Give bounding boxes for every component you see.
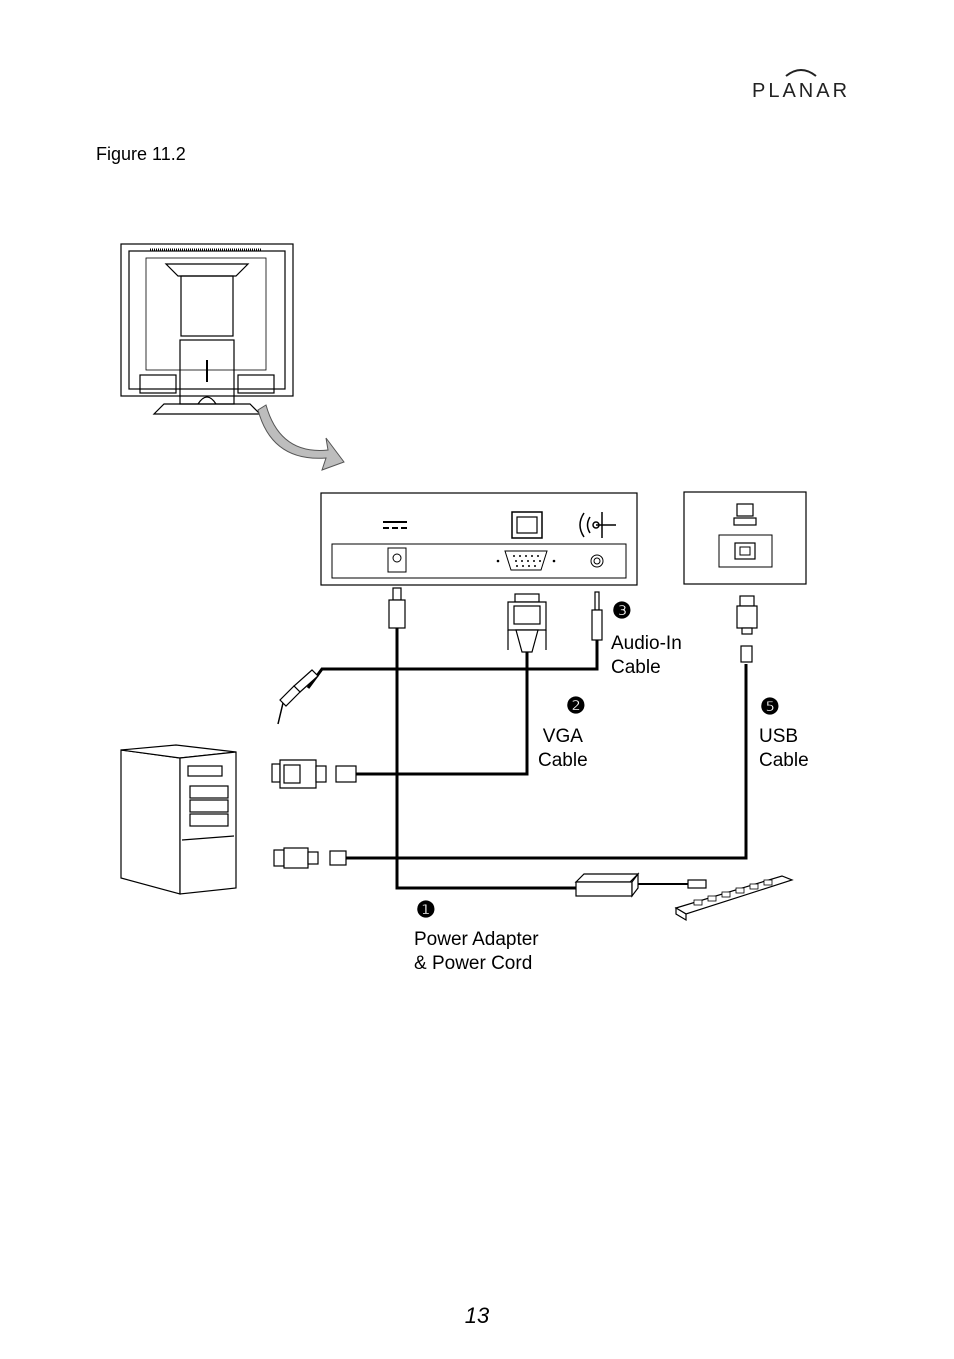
callout-label-usb: USB Cable	[759, 726, 809, 771]
callout-number-usb: ❺	[760, 694, 780, 719]
callout-number-audio: ❸	[612, 598, 632, 623]
audio-plug-pc-end	[277, 669, 319, 725]
dc-port	[387, 547, 407, 573]
usb-plug-monitor-end	[736, 595, 758, 663]
callout-label-vga: VGA Cable	[538, 726, 588, 771]
vga-port	[504, 550, 548, 571]
power-strip	[674, 875, 794, 922]
usb-connector-panel	[683, 491, 807, 585]
computer-icon	[733, 503, 757, 526]
monitor-connector-panel	[320, 492, 638, 586]
vga-monitor-icon	[511, 511, 543, 539]
page-number: 13	[464, 1303, 490, 1328]
callout-number-power: ❶	[416, 897, 436, 922]
audio-port	[590, 554, 604, 568]
usb-b-port	[734, 542, 756, 560]
computer-tower	[120, 744, 237, 895]
dc-port-hole	[392, 553, 402, 563]
figure-caption: Figure 11.2	[96, 144, 186, 164]
monitor-rear-view	[120, 243, 294, 415]
callout-label-audio: Audio-In Cable	[611, 633, 682, 678]
audio-plug-monitor-end	[591, 591, 603, 641]
callout-label-power: Power Adapter & Power Cord	[414, 929, 539, 974]
dc-power-icon	[383, 521, 407, 529]
callout-number-vga: ❷	[566, 693, 586, 718]
planar-logo: PLANAR	[742, 62, 860, 102]
cables	[306, 628, 748, 890]
logo-swoosh-icon	[785, 69, 817, 77]
dc-plug	[388, 587, 406, 629]
vga-plug-monitor-end	[507, 593, 547, 653]
audio-in-icon	[579, 512, 616, 538]
vga-plug-pc-end	[271, 759, 357, 789]
usb-plug-pc-end	[273, 847, 347, 869]
logo-text: PLANAR	[751, 80, 851, 102]
power-adapter	[574, 872, 640, 898]
direction-arrow-icon	[257, 404, 345, 471]
